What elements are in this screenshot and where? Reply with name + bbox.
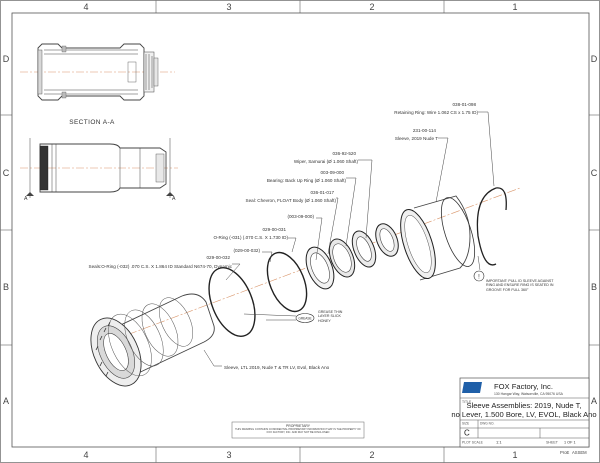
important-marker [473, 270, 485, 282]
oring-031 [266, 251, 308, 313]
plot-scale-label: PLOT SCALE [462, 441, 484, 445]
oring-032 [208, 267, 256, 337]
zone-top-2: 2 [369, 2, 374, 12]
callout-oring-031-desc: O-Ring (-031) (.070 C.S. X 1.730 ID) [213, 235, 288, 240]
assembly-body [90, 293, 215, 387]
size-label: SIZE [462, 422, 469, 426]
callout-wiper-no: 036-92-520 [333, 151, 357, 156]
backup-ring [328, 238, 356, 278]
callout-wiper-desc: Wiper, Samurai (Ø 1.060 Shaft) [294, 159, 359, 164]
callout-seal-chevron-no: 036-01-017 [311, 190, 335, 195]
callout-oring-032-no: 029-00-032 [207, 255, 231, 260]
zone-left-a: A [3, 396, 9, 406]
zone-left-c: C [3, 168, 10, 178]
zone-right-d: D [591, 54, 598, 64]
important-note: IMPORTANT: PULL ID SLEEVE AGAINST RING A… [486, 279, 554, 292]
zone-bottom-4: 4 [83, 450, 88, 460]
callout-sleeve-no: 231-00-114 [413, 128, 437, 133]
proprietary-text: THIS DRAWING CONTAINS CONFIDENTIAL PROPR… [235, 428, 361, 434]
important-marker-label: ! [478, 274, 480, 280]
proprietary-title: PROPRIETARY [286, 424, 311, 428]
section-arrow-right: A [172, 196, 176, 202]
title-block: FOX Factory, Inc. 130 Hangar Way, Watson… [451, 377, 597, 455]
zone-right-c: C [591, 168, 598, 178]
important-callout: ! IMPORTANT: PULL ID SLEEVE AGAINST RING… [473, 270, 554, 292]
zone-bottom-3: 3 [226, 450, 231, 460]
callout-retaining-ring-no: 038-01-098 [453, 102, 477, 107]
dwg-label: DWG NO. [480, 422, 494, 426]
grease-marker [295, 313, 315, 323]
sheet-value: 1 OF 1 [564, 441, 576, 445]
title-label: TITLE [462, 400, 472, 404]
grease-callout: GREASE GREASE THIN LAYER SLICK HONEY [295, 310, 343, 323]
proe-label: ProE [560, 450, 570, 455]
zone-left-d: D [3, 54, 10, 64]
zone-top-1: 1 [512, 2, 517, 12]
zone-right-b: B [591, 282, 597, 292]
callout-backup-ring-no: 003-09-000 [321, 170, 345, 175]
zone-right-a: A [591, 396, 597, 406]
company-name: FOX Factory, Inc. [494, 382, 553, 391]
title-line-1: Sleeve Assemblies: 2019, Nude T, [466, 401, 581, 410]
retaining-ring [476, 187, 497, 266]
callout-ref-003: (003-09-000) [287, 214, 314, 219]
callout-seal-chevron-desc: Seal: Chevron, FLOAT Body (Ø 1.060 Shaft… [246, 198, 337, 203]
zone-top-4: 4 [83, 2, 88, 12]
grease-note: GREASE THIN LAYER SLICK HONEY [318, 310, 343, 323]
exploded-parts [90, 187, 507, 387]
fox-logo-icon [462, 382, 482, 393]
title-line-2: no Lever, 1.500 Bore, LV, EVOL, Black An… [451, 410, 596, 419]
zone-top-3: 3 [226, 2, 231, 12]
wiper [351, 230, 377, 268]
leader-lines [203, 111, 495, 367]
zone-bottom-2: 2 [369, 450, 374, 460]
section-label: SECTION A-A [69, 119, 115, 126]
zone-bottom-1: 1 [512, 450, 517, 460]
proe-value: ASSEM [572, 450, 587, 455]
seal-chevron [305, 246, 335, 290]
callout-backup-ring-desc: Bearing: Back Up Ring (Ø 1.060 Shaft) [267, 178, 347, 183]
side-view: A A [20, 138, 178, 202]
sheet-size: C [464, 429, 470, 438]
sleeve-part [400, 195, 476, 281]
zone-left-b: B [3, 282, 9, 292]
callout-sleeve-desc: Sleeve, 2019 Nude T [395, 136, 438, 141]
callout-oring-031-no: 029-00-031 [263, 227, 287, 232]
retaining-ring-end [495, 187, 507, 211]
section-arrow-left: A [24, 196, 28, 202]
proprietary-box: PROPRIETARY THIS DRAWING CONTAINS CONFID… [231, 421, 365, 439]
callout-oring-032-desc: Seals:O-Ring (-032) .070 C.S. X 1.864 ID… [89, 264, 233, 269]
company-address: 130 Hangar Way, Watsonville, CA 95076 US… [494, 392, 564, 396]
grease-marker-label: GREASE [298, 317, 311, 321]
backup-ring-ref [375, 223, 399, 257]
callout-retaining-ring-desc: Retaining Ring: Wire 1.062 CS x 1.75 ID) [394, 110, 478, 115]
callout-assembly-desc: Sleeve, LTL 2019, Nude T & TR LV, Evol, … [224, 365, 330, 370]
plot-scale-value: 1:1 [496, 440, 502, 445]
sheet-label: SHEET [546, 441, 559, 445]
section-view: SECTION A-A [20, 43, 175, 126]
callout-ref-029: (029-00-032) [233, 248, 260, 253]
